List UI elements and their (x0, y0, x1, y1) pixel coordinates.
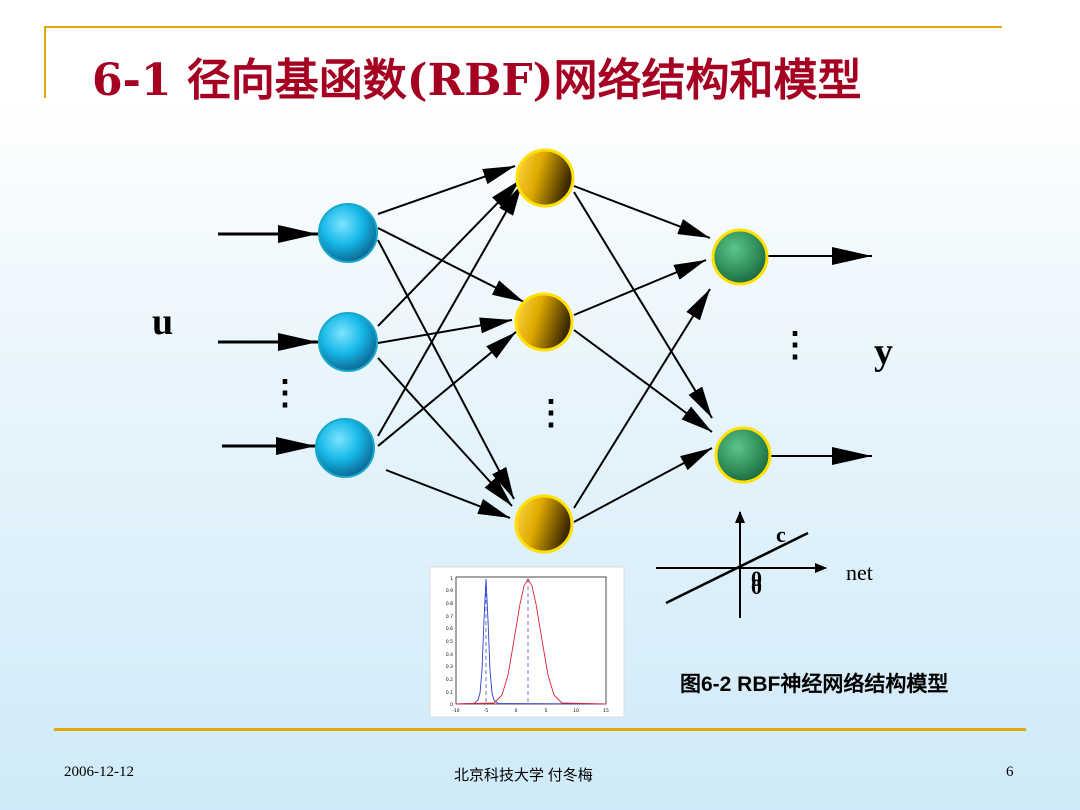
output-arrows (768, 247, 872, 465)
y-tick: 0.6 (446, 626, 453, 632)
gaussian-x-ticks: -10 -5 0 5 10 15 (452, 708, 609, 714)
hidden-node (514, 494, 574, 554)
x-tick: 5 (545, 708, 548, 714)
narrow-gaussian-curve (455, 578, 607, 705)
input-arrows (218, 225, 318, 455)
input-ellipsis: ⋮ (268, 375, 302, 412)
output-layer (711, 228, 772, 484)
gaussian-y-ticks: 0 0.1 0.2 0.3 0.4 0.5 0.6 0.7 0.8 0.9 1 (446, 576, 453, 708)
hidden-node (515, 148, 575, 208)
input-node (318, 312, 378, 372)
hidden-node (514, 292, 574, 352)
input-layer (315, 203, 378, 478)
input-node (318, 203, 378, 263)
page-number: 6 (1006, 764, 1014, 780)
y-tick: 0.2 (446, 677, 453, 683)
y-tick: 0.4 (446, 652, 453, 658)
hidden-ellipsis: ⋮ (534, 395, 568, 432)
y-tick: 0.9 (446, 588, 453, 594)
footer-date: 2006-12-12 (64, 764, 134, 780)
x-tick: 0 (515, 708, 518, 714)
output-ellipsis: ⋮ (778, 327, 812, 364)
y-tick: 0.7 (446, 614, 453, 620)
y-tick: 0.3 (446, 664, 453, 670)
gaussian-plot: 0 0.1 0.2 0.3 0.4 0.5 0.6 0.7 0.8 0.9 1 … (429, 566, 625, 718)
footer-author: 北京科技大学 付冬梅 (454, 768, 593, 784)
x-tick: 10 (573, 708, 579, 714)
zero-label-shadow: 0 (751, 566, 762, 591)
x-tick: 15 (603, 708, 609, 714)
y-tick: 0.1 (446, 690, 453, 696)
center-c-label: c (776, 522, 786, 547)
y-tick: 1 (450, 576, 453, 582)
y-tick: 0 (450, 702, 453, 708)
title-rule-left (44, 26, 46, 98)
input-label: u (152, 301, 173, 343)
input-node (315, 418, 375, 478)
figure-caption: 图6-2 RBF神经网络结构模型 (680, 673, 949, 696)
output-label: y (874, 331, 893, 373)
output-node (711, 228, 769, 286)
title-rule-top (44, 26, 1002, 28)
x-tick: -10 (452, 708, 459, 714)
hidden-layer (514, 148, 575, 554)
x-tick: -5 (484, 708, 489, 714)
slide-title: 6-1 径向基函数(RBF)网络结构和模型 (92, 55, 862, 106)
y-tick: 0.8 (446, 601, 453, 607)
hidden-output-connections (573, 185, 713, 523)
input-hidden-connections (377, 165, 525, 519)
wide-gaussian-curve (455, 578, 607, 705)
y-tick: 0.5 (446, 639, 453, 645)
net-label: net (846, 560, 873, 585)
footer-rule (54, 728, 1026, 731)
zero-label: 0 (751, 574, 762, 599)
output-node (714, 426, 772, 484)
activation-sketch: c 0 0 net (656, 511, 873, 618)
